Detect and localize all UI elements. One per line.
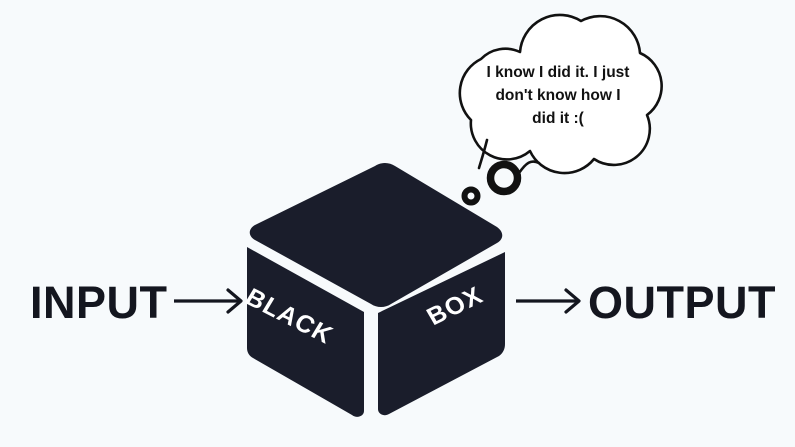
output-arrow-icon xyxy=(516,288,581,314)
cube-top-face xyxy=(249,163,503,307)
output-label: OUTPUT xyxy=(588,277,776,328)
thought-bubble: I know I did it. I just don't know how I… xyxy=(458,13,663,175)
cube-left-face xyxy=(247,247,364,417)
thought-trail-large-ring xyxy=(486,160,522,196)
thought-bubble-tail-lobe xyxy=(517,160,541,175)
cube-right-face xyxy=(378,252,505,416)
thought-bubble-shape xyxy=(458,13,663,175)
input-arrow-icon xyxy=(174,288,243,314)
input-label: INPUT xyxy=(30,277,168,328)
thought-bubble-line-2: don't know how I xyxy=(495,87,620,104)
black-box-cube: BLACK BOX xyxy=(240,163,505,417)
thought-bubble-line-1: I know I did it. I just xyxy=(487,64,630,81)
thought-bubble-line-3: did it :( xyxy=(532,110,584,127)
thought-trail-small-ring xyxy=(461,186,481,206)
thought-bubble-tail xyxy=(477,138,489,170)
